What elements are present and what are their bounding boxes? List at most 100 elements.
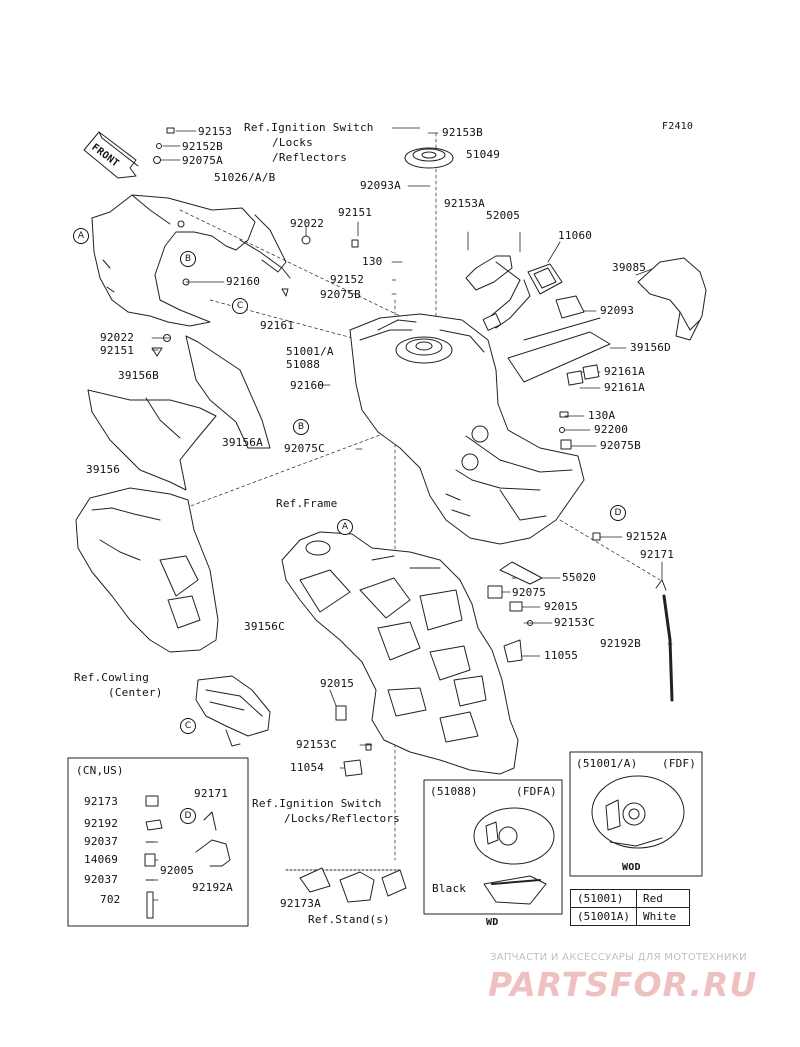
inset-51001A-tag: (FDF) [662,757,697,770]
fuel-pump-52005 [465,255,531,331]
part-92075: 92075 [512,586,547,599]
part-92151-top: 92151 [338,206,373,219]
part-92153C-left: 92153C [296,738,337,751]
gasket-11060 [527,263,563,295]
part-92093: 92093 [600,304,635,317]
part-51088-main: 51088 [286,358,321,371]
side-cover-lower [75,487,219,653]
wod-label: WOD [622,862,641,873]
part-92161: 92161 [260,319,295,332]
color-table: (51001) Red (51001A) White [570,889,690,926]
ref-cowling-1: Ref.Cowling [74,671,150,684]
ref-ignition-bottom-1: Ref.Ignition Switch [252,797,382,810]
part-92075B-top: 92075B [320,288,361,301]
part-92037-1: 92037 [84,835,119,848]
part-92005: 92005 [160,864,195,877]
pads-right [507,295,611,386]
inset-51001A-box [569,751,703,877]
frame [281,531,519,777]
part-92075C: 92075C [284,442,325,455]
black-label: Black [432,882,467,895]
ref-ignition-bottom-2: /Locks/Reflectors [284,812,400,825]
callout-C-1: C [232,298,248,314]
color-row: (51001A) White [570,907,690,926]
inset-51088-title: (51088) [430,785,478,798]
part-92022-top: 92022 [290,217,325,230]
part-92171-inset: 92171 [194,787,229,800]
callout-A-2: A [337,519,353,535]
part-92075B-right: 92075B [600,439,641,452]
part-39156: 39156 [86,463,121,476]
part-39156B: 39156B [118,369,159,382]
part-92160-mid: 92160 [290,379,325,392]
part-52005: 52005 [486,209,521,222]
part-92153C-right: 92153C [554,616,595,629]
bottom-ignition-parts [285,867,407,903]
part-92015-right: 92015 [544,600,579,613]
cowling-center [195,675,271,747]
figure-code: F2410 [662,121,694,132]
part-51049: 51049 [466,148,501,161]
ref-stand: Ref.Stand(s) [308,913,390,926]
part-92022-left: 92022 [100,331,135,344]
part-92151-left: 92151 [100,344,135,357]
part-92192: 92192 [84,817,119,830]
leader-lines [149,127,673,901]
part-92152: 92152 [330,273,365,286]
part-51001A: 51001/A [286,345,334,358]
part-92171-right: 92171 [640,548,675,561]
part-92160-top: 92160 [226,275,261,288]
inset-cn-us-box [67,757,249,927]
color-code: (51001) [570,889,637,908]
part-92015-left: 92015 [320,677,355,690]
part-92152A: 92152A [626,530,667,543]
watermark-logo: PARTSFOR.RU [488,965,758,1004]
part-14069: 14069 [84,853,119,866]
part-55020: 55020 [562,571,597,584]
color-row: (51001) Red [570,889,690,908]
part-92161A-1: 92161A [604,365,645,378]
part-92153-top: 92153 [198,125,233,138]
ref-ignition-top-2: /Locks [272,136,313,149]
part-702: 702 [100,893,121,906]
part-39156D: 39156D [630,341,671,354]
part-92075A: 92075A [182,154,223,167]
part-92192A: 92192A [192,881,233,894]
ref-frame: Ref.Frame [276,497,338,510]
part-92173: 92173 [84,795,119,808]
color-code: (51001A) [570,907,637,926]
part-51026AB: 51026/A/B [214,171,276,184]
part-92093A: 92093A [360,179,401,192]
front-arrow-icon [83,131,139,179]
inset-51088-cap [473,807,555,905]
fuel-tank [349,313,585,545]
callout-B-2: B [293,419,309,435]
part-130A: 130A [588,409,616,422]
inset-51001A-title: (51001/A) [576,757,638,770]
wd-label: WD [486,917,499,928]
part-92153A: 92153A [444,197,485,210]
part-39156A: 39156A [222,436,263,449]
color-name: White [635,907,690,926]
inset-cnus-parts [144,795,231,919]
callout-A-1: A [73,228,89,244]
fuel-cap-51049 [404,147,454,169]
side-pads-left [87,335,271,491]
part-92152B: 92152B [182,140,223,153]
part-130-top: 130 [362,255,383,268]
callout-D-2: D [180,808,196,824]
part-92037-2: 92037 [84,873,119,886]
part-92153B: 92153B [442,126,483,139]
callout-D-1: D [610,505,626,521]
part-39085: 39085 [612,261,647,274]
part-92161A-2: 92161A [604,381,645,394]
inset-51088-tag: (FDFA) [516,785,557,798]
ref-cowling-2: (Center) [108,686,163,699]
part-92173A: 92173A [280,897,321,910]
ref-ignition-top-1: Ref.Ignition Switch [244,121,374,134]
callout-C-2: C [180,718,196,734]
side-cover-upper [91,194,291,327]
pad-39085 [637,257,707,341]
fasteners-right [487,411,674,702]
